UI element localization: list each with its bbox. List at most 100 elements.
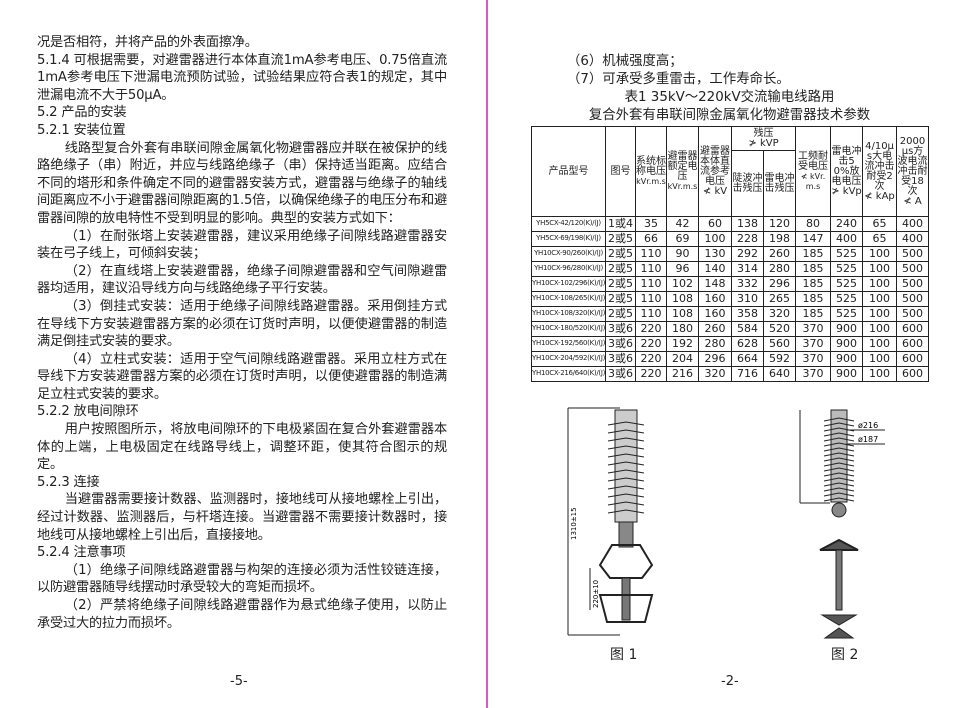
table-cell: 240: [830, 216, 864, 232]
table-cell: 110: [635, 246, 667, 262]
table-cell: 216: [666, 366, 699, 382]
table-cell: 592: [762, 351, 797, 367]
table-cell: 265: [762, 291, 797, 307]
table-cell: 280: [762, 261, 797, 277]
table-cell: 525: [830, 261, 864, 277]
table-cell: 100: [862, 246, 898, 262]
cell-model: YH10CX-90/260(K)/(J): [531, 246, 606, 262]
table-cell: 400: [896, 231, 930, 247]
table-cell: 370: [795, 351, 832, 367]
header-label: 工频耐受电压: [798, 150, 829, 172]
insulator-shed: [823, 422, 855, 427]
table-cell: 500: [896, 291, 930, 307]
table-cell: 185: [795, 276, 832, 292]
table-cell: 640: [762, 366, 797, 382]
table-cell: 370: [795, 336, 832, 352]
cell-model: YH10CX-216/640(K)/(J): [531, 366, 606, 382]
table-cell: 292: [731, 246, 764, 262]
paragraph: （2）在直线塔上安装避雷器，绝缘子间隙避雷器和空气间隙避雷器均适用，建议沿导线方…: [37, 263, 447, 297]
insulator-shed: [823, 497, 855, 502]
insulator-shed: [607, 453, 645, 458]
table-cell: 108: [666, 291, 699, 307]
page-number-right: -2-: [721, 674, 739, 689]
table-cell: 332: [731, 276, 764, 292]
table-cell: 65: [862, 216, 898, 232]
figure-1-drawing: 1310±15 220±10: [567, 407, 654, 636]
table-cell: 500: [896, 306, 930, 322]
table-cell: 185: [795, 291, 832, 307]
table-cell: 716: [731, 366, 764, 382]
insulator-shed: [607, 509, 645, 514]
paragraph: （3）倒挂式安装：适用于绝缘子间隙线路避雷器。采用倒挂方式在导线下方安装避雷器方…: [37, 298, 447, 350]
table-cell: 160: [698, 306, 732, 322]
page-divider: [486, 0, 488, 708]
col-power-freq: 工频耐受电压≮ kVr.m.s: [795, 126, 832, 217]
table-cell: 100: [862, 336, 898, 352]
insulator-shed: [607, 421, 645, 426]
table-cell: 600: [896, 351, 930, 367]
table-cell: 147: [795, 231, 832, 247]
table-cell: 560: [762, 336, 797, 352]
table-cell: 3或6: [605, 366, 636, 382]
table-cell: 100: [862, 306, 898, 322]
table-cell: 2或5: [605, 276, 636, 292]
table-cell: 100: [698, 231, 732, 247]
col-square-wave: 2000μs方波电流冲击耐受18次≮ A: [896, 126, 930, 217]
feature-item: （6）机械强度高；: [567, 54, 683, 69]
paragraph: 况是否相符，并将产品的外表面擦净。: [37, 35, 258, 50]
table-cell: 400: [896, 216, 930, 232]
header-unit: kVr.m.s: [636, 176, 666, 186]
insulator-shed: [607, 501, 645, 506]
table-cell: 2或5: [605, 246, 636, 262]
col-lightning: 雷电冲击残压: [762, 150, 797, 217]
cell-model: YH10CX-192/560(K)/(J): [531, 336, 606, 352]
table-cell: 296: [698, 351, 732, 367]
table-cell: 69: [666, 231, 699, 247]
table-cell: 120: [762, 216, 797, 232]
table-cell: 138: [731, 216, 764, 232]
insulator-shed: [823, 472, 855, 477]
table-cell: 96: [666, 261, 699, 277]
table-cell: 185: [795, 306, 832, 322]
col-dc-ref: 避雷器本体直流参考电压≮ kV: [698, 126, 732, 217]
header-unit: ≮ kVr.m.s: [800, 171, 826, 191]
table-cell: 185: [795, 246, 832, 262]
table-cell: 220: [635, 321, 667, 337]
header-unit: ≯ kVP: [748, 137, 779, 149]
cell-model: YH10CX-108/265(K)/(J): [531, 291, 606, 307]
table-cell: 600: [896, 321, 930, 337]
insulator-shed: [823, 457, 855, 462]
cell-model: YH10CX-180/520(K)/(J): [531, 321, 606, 337]
table-cell: 100: [862, 321, 898, 337]
cell-model: YH10CX-204/592(K)/(J): [531, 351, 606, 367]
paragraph: （1）绝缘子间隙线路避雷器与构架的连接必须为活性铰链连接，以防避雷器随导线摆动时…: [37, 562, 447, 596]
figure-1-caption: 图 1: [610, 647, 638, 663]
paragraph: （4）立柱式安装：适用于空气间隙线路避雷器。采用立柱方式在导线下方安装避雷器方案…: [37, 351, 447, 402]
table-cell: 220: [635, 366, 667, 382]
paragraph: （2）严禁将绝缘子间隙线路避雷器作为悬式绝缘子使用，以防止承受过大的拉力而损坏。: [37, 598, 447, 631]
left-page-text: 况是否相符，并将产品的外表面擦净。 5.1.4 可根据需要，对避雷器进行本体直流…: [37, 34, 447, 632]
table-cell: 3或6: [605, 336, 636, 352]
table-cell: 185: [795, 261, 832, 277]
table-cell: 260: [762, 246, 797, 262]
table-cell: 204: [666, 351, 699, 367]
col-model: 产品型号: [531, 126, 606, 217]
table-cell: 314: [731, 261, 764, 277]
table-cell: 100: [862, 261, 898, 277]
figure-2-drawing: ø216 ø187: [799, 409, 885, 639]
header-label: 雷电冲击50%放电电压: [831, 145, 862, 187]
header-unit: ≮ kAp: [864, 190, 895, 202]
table-subtitle: 复合外套有串联间隙金属氧化物避雷器技术参数: [588, 108, 871, 123]
header-label: 残压: [753, 127, 774, 139]
col-steep: 陡波冲击残压: [731, 150, 764, 217]
cell-model: YH5CX-69/198(K)/(J): [531, 231, 606, 247]
table-cell: 500: [896, 246, 930, 262]
section-heading: 5.2.4 注意事项: [37, 545, 126, 561]
